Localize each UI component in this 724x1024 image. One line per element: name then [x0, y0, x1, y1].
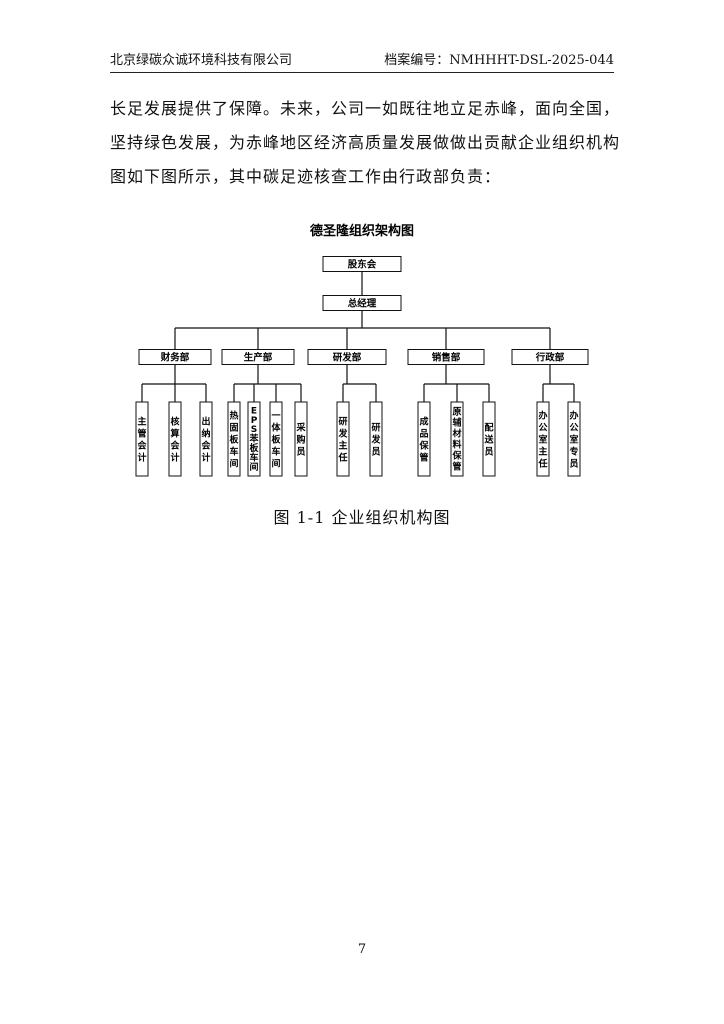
- unit-box: [482, 401, 496, 477]
- department-node-label: 销售部: [432, 352, 461, 364]
- page-number: 7: [357, 942, 367, 957]
- unit-box: [450, 401, 464, 477]
- unit-label: 热固板车间: [229, 409, 239, 469]
- body-line: 坚持绿色发展，为赤峰地区经济高质量发展做做出贡献企业组织机构: [110, 133, 621, 152]
- department-node-label: 研发部: [333, 352, 362, 364]
- header-rule: [110, 72, 614, 73]
- top-node-label: 股东会: [348, 259, 377, 271]
- unit-box: [417, 401, 431, 477]
- body-line: 图如下图所示，其中碳足迹核查工作由行政部负责：: [110, 167, 502, 186]
- body-line: 长足发展提供了保障。未来，公司一如既往地立足赤峰，面向全国，: [110, 99, 621, 118]
- unit-label: 核算会计: [170, 415, 180, 463]
- unit-label: 研发主任: [337, 416, 348, 463]
- department-node-label: 行政部: [535, 352, 565, 364]
- unit-box: [294, 401, 308, 477]
- unit-box: [567, 401, 581, 477]
- unit-box: [336, 401, 350, 477]
- page-header: 北京绿碳众诚环境科技有限公司 档案编号：NMHHHT-DSL-2025-044: [110, 52, 614, 70]
- department-node-label: 财务部: [160, 352, 190, 364]
- header-archive-number: 档案编号：NMHHHT-DSL-2025-044: [384, 53, 614, 68]
- unit-label: 采购员: [295, 421, 305, 457]
- department-node-label: 生产部: [244, 352, 273, 364]
- unit-label: 主管会计: [137, 415, 147, 463]
- unit-label: 原辅材料保管: [451, 407, 462, 473]
- manager-node-label: 总经理: [348, 298, 377, 310]
- unit-label: 成品保管: [418, 415, 429, 463]
- unit-box: [247, 401, 261, 477]
- unit-label: 办公室专员: [569, 409, 578, 469]
- unit-label: 一体板车间: [271, 411, 281, 469]
- figure-caption: 图 1-1 企业组织机构图: [273, 508, 451, 527]
- unit-box: [227, 401, 241, 477]
- header-company-name: 北京绿碳众诚环境科技有限公司: [110, 53, 293, 68]
- unit-label: 配送员: [483, 422, 494, 457]
- unit-box: [369, 401, 383, 477]
- unit-label: 研发员: [370, 422, 381, 457]
- unit-box: [199, 401, 213, 477]
- unit-label: 办公室主任: [537, 409, 547, 469]
- unit-box: [536, 401, 550, 477]
- body-paragraph: 长足发展提供了保障。未来，公司一如既往地立足赤峰，面向全国， 坚持绿色发展，为赤…: [110, 92, 621, 194]
- unit-box: [168, 401, 182, 477]
- org-chart-title: 德圣隆组织架构图: [310, 223, 414, 239]
- unit-box: [269, 401, 283, 477]
- unit-label: 出纳会计: [201, 415, 211, 463]
- unit-box: [135, 401, 149, 477]
